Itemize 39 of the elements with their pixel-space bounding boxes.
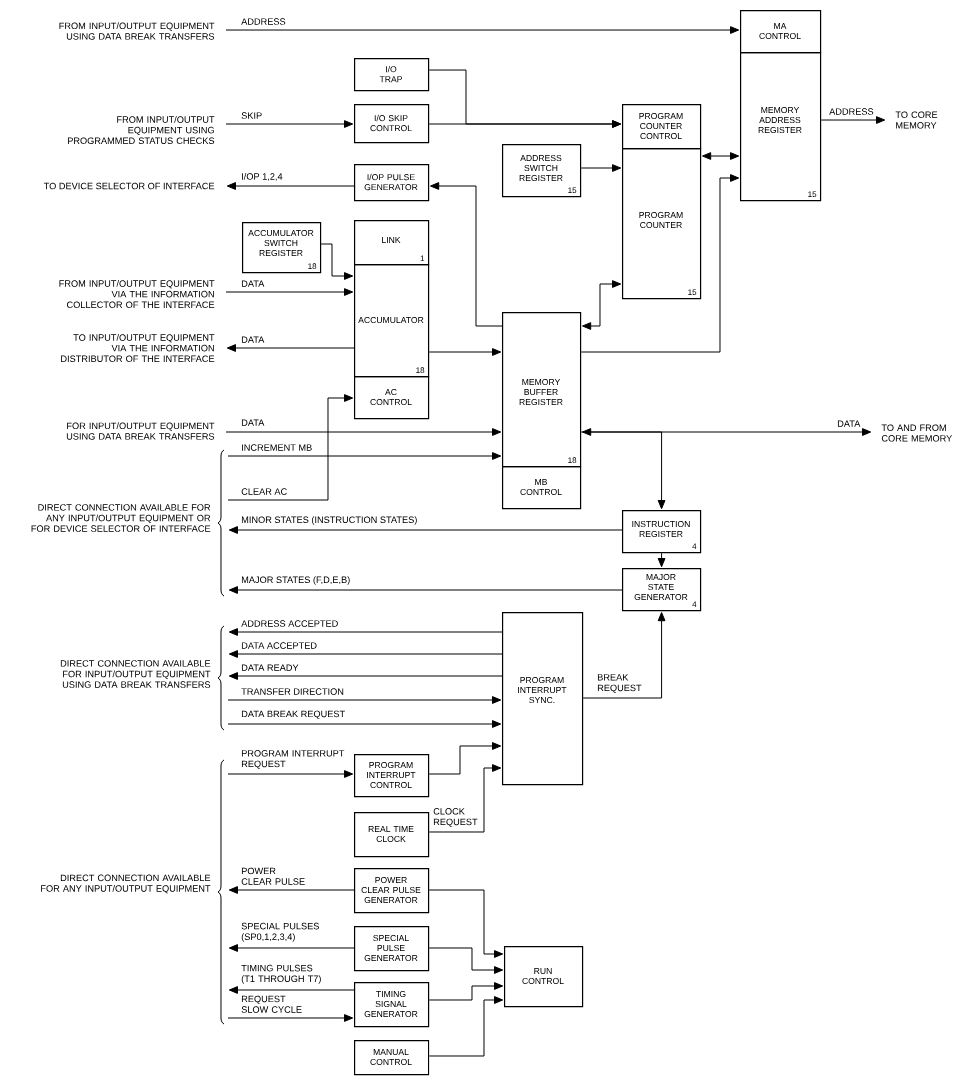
arrow [225,288,354,296]
arrow [580,164,622,172]
arrow [227,452,502,460]
arrow [227,770,354,778]
arrow [226,344,355,352]
arrow [225,428,502,436]
arrow [582,612,666,699]
arrow [428,764,502,833]
arrow [228,628,503,636]
arrow [226,182,355,190]
arrow [225,120,354,128]
arrow [228,886,355,894]
arrow [228,986,355,994]
arrow [227,394,354,501]
arrow [430,182,503,327]
arrow [428,947,504,974]
arrow [228,650,503,658]
arrow [228,944,355,952]
arrow [227,696,502,704]
arrow [580,431,666,510]
arrow [428,996,504,1057]
arrow [428,982,504,1001]
arrow [428,742,502,775]
arrow [428,120,622,128]
arrow [820,116,886,124]
arrow [428,348,502,356]
arrow [320,243,354,280]
arrow [657,552,666,568]
arrow [227,720,502,728]
arrow [227,1014,354,1022]
arrow [580,174,740,353]
arrow [228,672,503,680]
arrow [228,526,623,534]
arrow [225,26,740,34]
arrow [228,586,623,594]
double-arrow [702,152,740,160]
double-arrow [582,428,872,436]
double-arrow [582,280,622,330]
arrow [428,889,504,958]
